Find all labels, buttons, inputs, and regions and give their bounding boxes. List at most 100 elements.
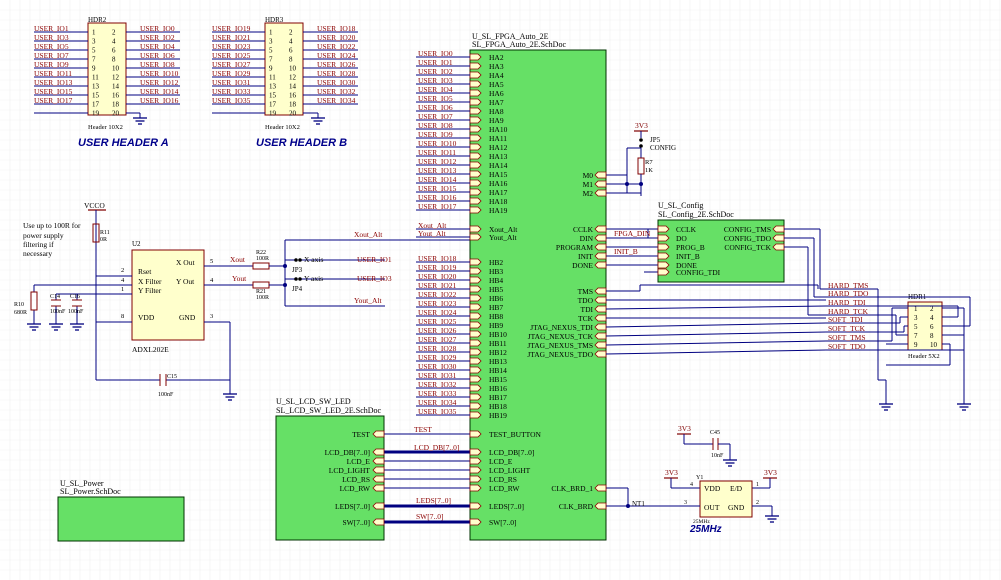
lcd-designator: U_SL_LCD_SW_LED (276, 397, 351, 406)
config-port-label: CONFIG_TDO (724, 234, 772, 243)
fpga-sheet-entry (594, 484, 607, 492)
config-sheet-entry (772, 225, 785, 233)
lcd-file: SL_LCD_SW_LED_2E.SchDoc (276, 406, 382, 415)
fpga-sheet-entry (469, 285, 482, 293)
hdr-right-net: USER_IO10 (140, 69, 179, 78)
pin2-num: 2 (121, 267, 124, 274)
fpga-port-label: HB9 (489, 321, 503, 330)
c14-value: 100nF (50, 309, 66, 315)
fpga-left-net: USER_IO34 (418, 398, 457, 407)
fpga-sheet-entry (594, 332, 607, 340)
v33-label-jp5: 3V3 (635, 121, 648, 130)
jtag-header: HDR1 Header 5X2 (907, 293, 943, 360)
lcd-port-label: SW[7..0] (343, 518, 371, 527)
fpga-left-net: USER_IO23 (418, 299, 457, 308)
jp5-label: CONFIG (650, 144, 676, 152)
c15-value: 100nF (158, 392, 174, 398)
fpga-sheet-entry (469, 294, 482, 302)
fpga-sheet-entry (469, 411, 482, 419)
fpga-sheet-entry (469, 484, 482, 492)
hdr-right-net: USER_IO0 (140, 24, 175, 33)
hdr-pin-num: 13 (92, 83, 100, 91)
hdr-left-net: USER_IO23 (212, 42, 251, 51)
jp4-label: Y axis (304, 274, 323, 283)
fpga-sheet-entry (469, 80, 482, 88)
r22-ref: R22 (256, 250, 266, 256)
note-line-4: necessary (23, 249, 52, 258)
power-sheet-symbol[interactable] (57, 496, 185, 542)
accel-wires (33, 265, 253, 390)
note-line-3: filtering if (23, 240, 54, 249)
fpga-sheet-entry (469, 98, 482, 106)
fpga-sheet-entry (469, 161, 482, 169)
hdr-pin-num: 14 (112, 83, 120, 91)
fpga-port-label: HA4 (489, 71, 504, 80)
r22-body (252, 262, 270, 270)
hdr-right-net: USER_IO12 (140, 78, 179, 87)
accelerometer-section: Use up to 100R for power supply filterin… (14, 201, 470, 398)
lcd-sheet-entry (372, 457, 385, 465)
lcd-sheet-entry (372, 484, 385, 492)
fpga-port-label: CCLK (573, 225, 594, 234)
hdr1-pin-num: 9 (914, 341, 918, 349)
fpga-left-net: USER_IO16 (418, 193, 457, 202)
y1-pin1-num: 1 (756, 482, 759, 488)
fpga-left-net: Xout_Alt (418, 221, 447, 230)
config-sheet-symbol[interactable] (657, 219, 785, 283)
hdr-pin-num: 4 (112, 38, 116, 46)
c15-ref: C15 (167, 374, 177, 380)
lcd-port-label: LCD_RS (342, 475, 370, 484)
fpga-port-label: HB16 (489, 384, 507, 393)
clock-oscillator: 3V3 C45 10nF 3V3 3V3 Y1 VDD E/D OUT GND … (606, 424, 777, 535)
fpga-sheet-entry (469, 143, 482, 151)
jp5-pin-b (639, 144, 643, 148)
fpga-port-label: CLK_BRD (559, 502, 594, 511)
fpga-sheet-entry (594, 243, 607, 251)
hdr-left-net: USER_IO11 (34, 69, 72, 78)
jtag-net-label: HARD_TDO (828, 289, 869, 298)
fpga-file: SL_FPGA_Auto_2E.SchDoc (472, 40, 566, 49)
config-sheet-group: U_SL_Config SL_Config_2E.SchDoc (657, 201, 785, 283)
fpga-sheet-entry (469, 312, 482, 320)
lcd-sheet-entry (372, 448, 385, 456)
hdr-left-net: USER_IO9 (34, 60, 69, 69)
hdr-pin-num: 20 (112, 110, 120, 118)
fpga-port-label: LCD_RW (489, 484, 520, 493)
lcd-port-label: LCD_DB[7..0] (325, 448, 370, 457)
u2-designator: U2 (132, 240, 141, 248)
fpga-port-label: HA14 (489, 161, 508, 170)
hdr-pin-num: 17 (269, 101, 277, 109)
fpga-left-net: USER_IO9 (418, 130, 453, 139)
fpga-sheet-entry (594, 296, 607, 304)
hdr-left-net: USER_IO5 (34, 42, 69, 51)
fpga-port-label: HA13 (489, 152, 508, 161)
lcd-port-label: LCD_RW (340, 484, 371, 493)
net-fpga-din: FPGA_DIN (614, 229, 651, 238)
hdr-pin-num: 10 (289, 65, 297, 73)
fpga-sheet-entry (594, 305, 607, 313)
jp3-label: X axis (304, 255, 323, 264)
jtag-wire (605, 349, 827, 355)
lcd-sheet-entry (372, 502, 385, 510)
fpga-port-label: HB15 (489, 375, 507, 384)
pin4y-num: 4 (210, 277, 214, 284)
fpga-port-label: TDO (578, 296, 594, 305)
pin-vdd: VDD (138, 313, 155, 322)
fpga-sheet-entry (469, 267, 482, 275)
hdr-pin-num: 17 (92, 101, 100, 109)
lcd-sheet-entry (372, 475, 385, 483)
hdr-left-net: USER_IO21 (212, 33, 251, 42)
vcco-label: VCCO (84, 201, 105, 210)
net-user-io1: USER_IO1 (357, 255, 392, 264)
hdr-right-net: USER_IO14 (140, 87, 179, 96)
hdr-pin-num: 20 (289, 110, 297, 118)
fpga-sheet-entry (469, 518, 482, 526)
fpga-port-label: HA17 (489, 188, 508, 197)
fpga-left-net: USER_IO33 (418, 389, 457, 398)
jtag-net-label: HARD_TCK (828, 307, 869, 316)
fpga-port-label: SW[7..0] (489, 518, 517, 527)
hdr-pin-num: 12 (112, 74, 120, 82)
hdr-pin-num: 9 (92, 65, 96, 73)
lcd-sheet-symbol[interactable] (275, 415, 385, 541)
fpga-port-label: LCD_DB[7..0] (489, 448, 534, 457)
